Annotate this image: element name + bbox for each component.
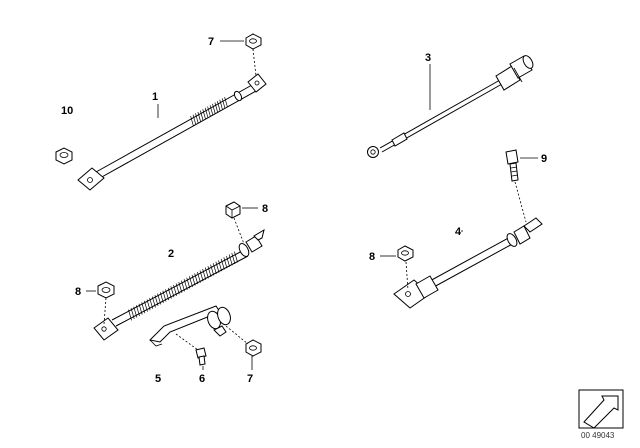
spring-coil xyxy=(186,277,191,289)
spring-coil xyxy=(175,283,180,295)
spring-coil xyxy=(195,113,199,124)
spring-coil xyxy=(228,254,233,266)
part-8-top-nut xyxy=(225,201,241,219)
callout-1: 1 xyxy=(152,91,158,103)
reference-number: 00 49043 xyxy=(581,431,615,440)
spring-coil xyxy=(178,281,183,293)
callout-8-top: 8 xyxy=(262,203,268,215)
spring-coil xyxy=(128,309,132,321)
spring-coil xyxy=(167,287,172,299)
callout-3: 3 xyxy=(425,52,431,64)
callout-10: 10 xyxy=(61,105,73,117)
part-9-bolt xyxy=(505,149,519,182)
dash-7-top xyxy=(252,48,257,77)
spring-coil xyxy=(170,286,175,298)
dash-8-right xyxy=(405,261,409,291)
spring-coil xyxy=(210,264,215,276)
spring-coil xyxy=(221,98,226,109)
spring-coil xyxy=(204,267,209,279)
spring-coil xyxy=(224,96,228,108)
spring-coil xyxy=(220,258,225,270)
callout-6: 6 xyxy=(199,373,205,385)
spring-coil xyxy=(136,305,140,317)
spring-coil xyxy=(199,110,204,121)
dash-7-bottom xyxy=(225,325,249,345)
spring-coil xyxy=(207,106,211,117)
spring-coil xyxy=(141,302,146,314)
spring-coil xyxy=(199,270,204,282)
spring-coil xyxy=(202,268,207,280)
spring-coil xyxy=(162,290,167,302)
dash-8-left xyxy=(103,297,107,325)
part-1-cable xyxy=(77,73,267,191)
spring-coil xyxy=(146,299,151,311)
spring-coil xyxy=(165,289,170,301)
callout-4: 4 xyxy=(455,226,462,238)
part-8-right-nut xyxy=(397,245,414,262)
spring-coil xyxy=(231,252,236,264)
dash-6 xyxy=(175,333,199,351)
callout-2: 2 xyxy=(168,248,174,260)
spring-coil xyxy=(130,308,135,320)
callout-7-bottom: 7 xyxy=(247,373,253,385)
spring-coil xyxy=(190,115,194,127)
spring-coil xyxy=(226,255,230,267)
spring-coil xyxy=(173,284,177,296)
callout-7-top: 7 xyxy=(208,36,214,48)
spring-coil xyxy=(149,297,154,309)
part-7-bottom-nut xyxy=(245,339,262,357)
spring-coil xyxy=(212,103,216,114)
spring-coil xyxy=(189,276,193,288)
spring-coil xyxy=(209,105,214,116)
spring-coil xyxy=(196,271,201,283)
spring-coil xyxy=(215,261,220,273)
part-6-bolt xyxy=(195,347,207,366)
callout-8-right: 8 xyxy=(369,251,375,263)
part-5-bracket xyxy=(148,305,231,347)
spring-coil xyxy=(159,292,164,304)
spring-coil xyxy=(197,111,202,122)
spring-coil xyxy=(216,101,221,112)
spring-coil xyxy=(157,293,162,305)
spring-coil xyxy=(181,280,185,292)
arrow-box-icon xyxy=(578,389,624,429)
spring-coil xyxy=(191,274,196,286)
spring-coil xyxy=(202,109,206,120)
part-3-cable xyxy=(367,55,534,158)
spring-coil xyxy=(223,257,228,269)
spring-coil xyxy=(207,266,212,277)
spring-coil xyxy=(194,273,199,285)
part-2-spring-sleeve xyxy=(128,251,238,321)
part-1-spring-sleeve xyxy=(190,96,228,127)
part-4-cable xyxy=(393,217,543,309)
spring-coil xyxy=(138,303,143,315)
spring-coil xyxy=(192,114,197,125)
part-10-nut xyxy=(55,147,73,165)
part-7-top-nut xyxy=(245,33,262,50)
callout-8-left: 8 xyxy=(75,286,81,298)
spring-coil xyxy=(151,296,156,308)
spring-coil xyxy=(204,107,209,118)
part-8-left-nut xyxy=(97,281,115,299)
spring-coil xyxy=(133,306,138,318)
dash-9 xyxy=(514,181,527,223)
spring-coil xyxy=(234,251,238,263)
spring-coil xyxy=(183,279,188,291)
spring-coil xyxy=(214,102,219,113)
spring-coil xyxy=(212,263,217,275)
callout-9: 9 xyxy=(541,153,547,165)
part-2-cable xyxy=(93,228,265,341)
spring-coil xyxy=(219,99,223,110)
dash-8-top xyxy=(233,217,245,245)
spring-coil xyxy=(143,300,148,312)
spring-coil xyxy=(218,260,223,272)
callout-5: 5 xyxy=(155,373,161,385)
spring-coil xyxy=(154,295,159,306)
